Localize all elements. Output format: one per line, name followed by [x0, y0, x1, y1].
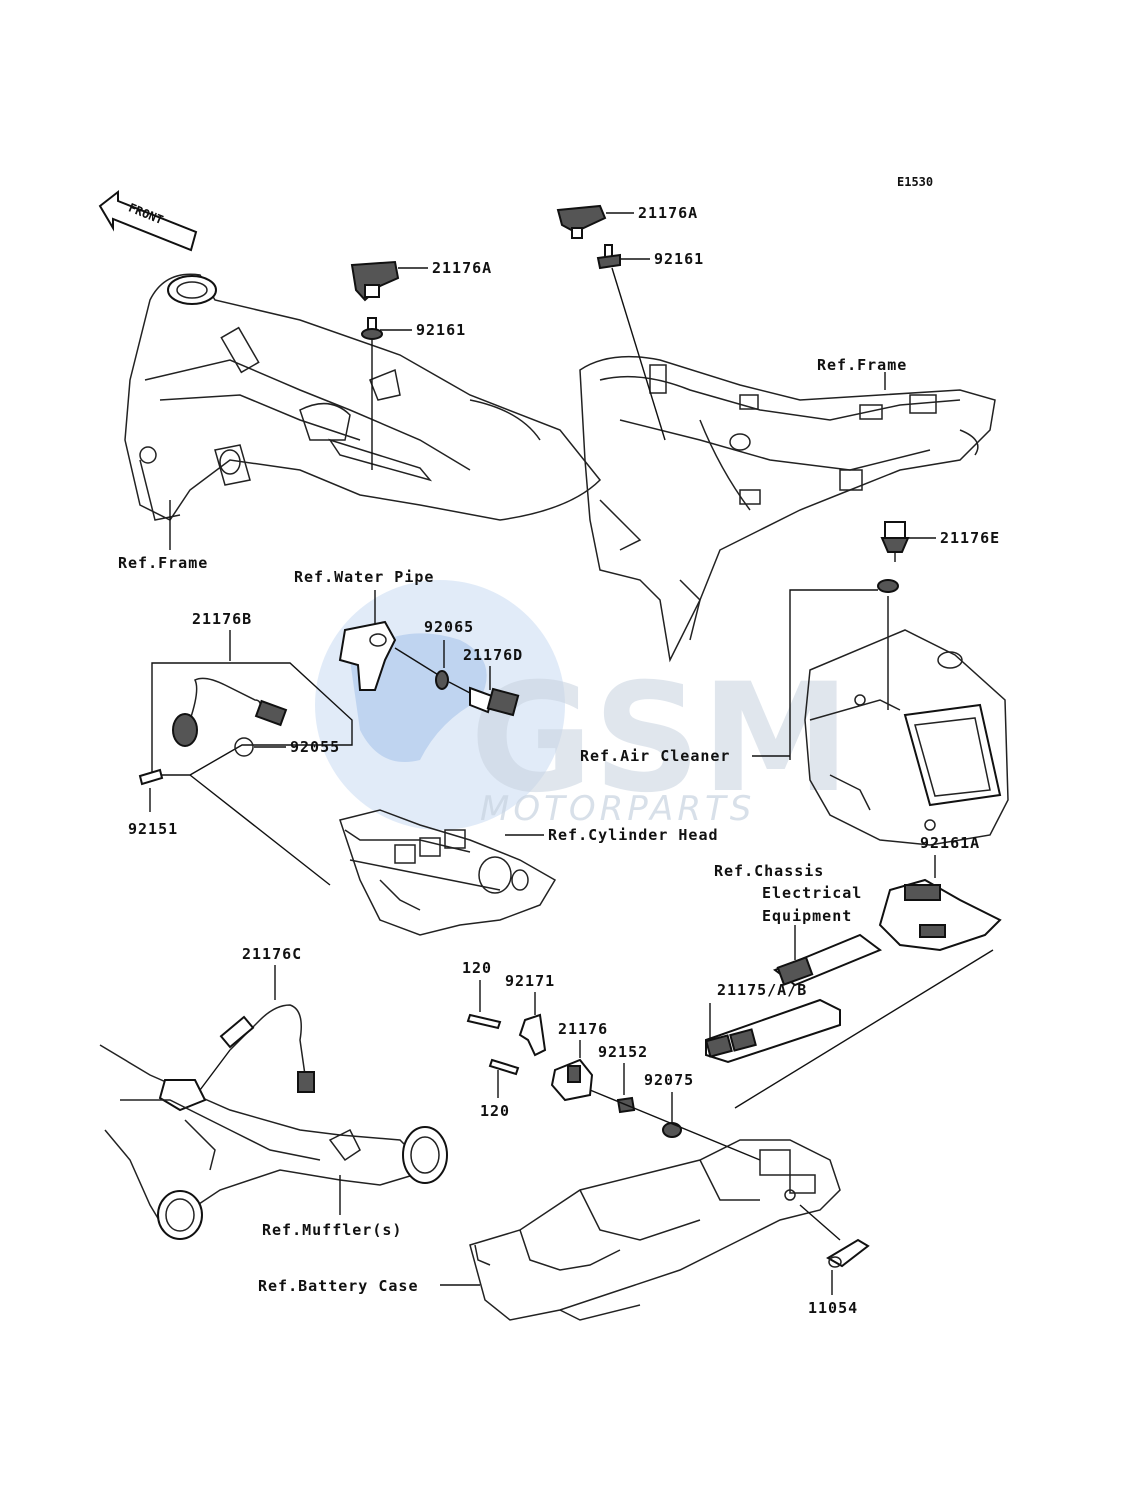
label-92161A: 92161A	[920, 834, 980, 852]
label-120-bottom: 120	[480, 1102, 510, 1120]
bolt-92151	[138, 768, 164, 786]
grommet-92075	[662, 1122, 682, 1138]
muffler-drawing	[99, 1044, 448, 1240]
sensor-21176B	[172, 677, 288, 747]
label-21176E: 21176E	[940, 529, 1000, 547]
label-21176B: 21176B	[192, 610, 252, 628]
water-pipe-drawing	[338, 620, 397, 691]
label-ref-battery-case: Ref.Battery Case	[258, 1277, 419, 1295]
label-ref-chassis-line1: Ref.Chassis	[714, 862, 824, 880]
label-ref-air-cleaner: Ref.Air Cleaner	[580, 747, 730, 765]
bolt-92161-right	[596, 244, 621, 270]
ecu-bracket-92161A	[878, 878, 1002, 952]
sensor-21176A-right	[556, 204, 607, 239]
label-ref-frame-left: Ref.Frame	[118, 554, 208, 572]
label-21176C: 21176C	[242, 945, 302, 963]
label-ref-cylinder-head: Ref.Cylinder Head	[548, 826, 719, 844]
bolt-120-bottom	[488, 1058, 520, 1076]
label-ref-water-pipe: Ref.Water Pipe	[294, 568, 434, 586]
label-92065: 92065	[424, 618, 474, 636]
sensor-21176D	[469, 686, 520, 717]
watermark: GSM MOTORPARTS	[315, 580, 850, 830]
bolt-120-top	[466, 1013, 502, 1030]
chassis-electrical-connector	[772, 933, 883, 987]
label-21176: 21176	[558, 1020, 608, 1038]
right-frame-drawing	[579, 355, 996, 663]
label-ref-chassis-line3: Equipment	[762, 907, 852, 925]
washer-92065	[435, 670, 449, 690]
clamp-92171	[518, 1013, 547, 1057]
watermark-subtitle: MOTORPARTS	[480, 789, 755, 829]
sensor-21176E	[877, 521, 910, 593]
label-21176A-left: 21176A	[432, 259, 492, 277]
label-ref-chassis-line2: Electrical	[762, 884, 862, 902]
sensor-21176	[550, 1058, 594, 1102]
label-92161-left: 92161	[416, 321, 466, 339]
diagram-code: E1530	[897, 175, 933, 189]
label-92151: 92151	[128, 820, 178, 838]
cylinder-head-drawing	[339, 809, 557, 936]
label-92152: 92152	[598, 1043, 648, 1061]
watermark-brand: GSM	[470, 652, 850, 826]
label-ref-frame-right: Ref.Frame	[817, 356, 907, 374]
sensor-21176A-left	[350, 260, 400, 302]
label-21176D: 21176D	[463, 646, 523, 664]
label-92075: 92075	[644, 1071, 694, 1089]
label-11054: 11054	[808, 1299, 858, 1317]
battery-case-drawing	[469, 1139, 841, 1321]
front-arrow-icon: FRONT	[98, 189, 198, 252]
label-21176A-right: 21176A	[638, 204, 698, 222]
clamp-11054	[826, 1238, 870, 1268]
label-92055: 92055	[290, 738, 340, 756]
label-92171: 92171	[505, 972, 555, 990]
oring-92055	[234, 737, 254, 757]
label-120-top: 120	[462, 959, 492, 977]
sensor-21176C	[219, 1004, 315, 1093]
left-frame-drawing	[124, 273, 602, 521]
label-92161-right: 92161	[654, 250, 704, 268]
air-cleaner-drawing	[804, 629, 1009, 846]
bolt-92161-left	[361, 317, 383, 340]
label-21175AB: 21175/A/B	[717, 981, 807, 999]
label-ref-mufflers: Ref.Muffler(s)	[262, 1221, 402, 1239]
ecu-21175AB	[705, 998, 841, 1064]
